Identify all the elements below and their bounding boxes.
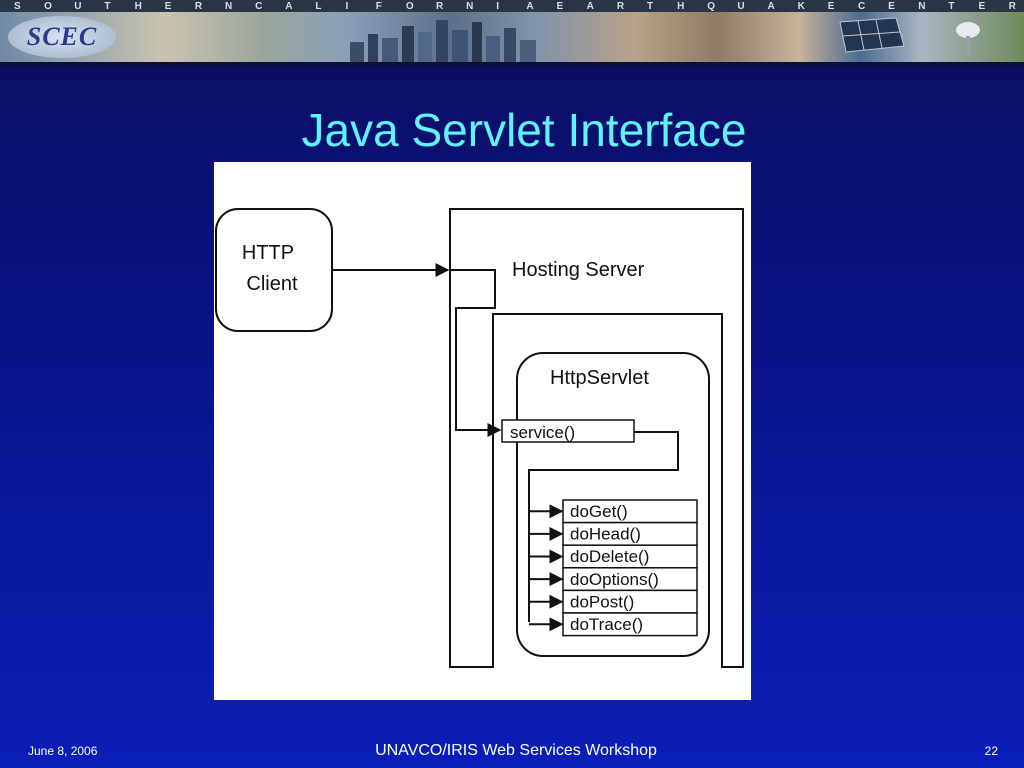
banner-letter: N — [466, 0, 474, 12]
http-client-label-line1: HTTP — [242, 242, 294, 264]
banner-letter: N — [224, 0, 233, 12]
banner-letter: H — [134, 0, 142, 12]
http-client-box — [215, 208, 333, 332]
footer-date: June 8, 2006 — [28, 744, 98, 758]
server-to-service-arrow — [450, 269, 502, 437]
gps-antenna-image — [956, 22, 980, 56]
banner-letter: E — [556, 0, 564, 12]
footer-workshop-title: UNAVCO/IRIS Web Services Workshop — [375, 742, 657, 759]
service-dispatch-line — [528, 431, 679, 622]
solar-panel-image — [839, 17, 905, 53]
service-method-label: service() — [510, 423, 575, 442]
banner-divider — [0, 62, 1024, 66]
scec-logo: SCEC — [8, 16, 116, 58]
banner-letter: U — [737, 0, 745, 12]
banner-letter: K — [797, 0, 805, 12]
method-label: doTrace() — [570, 615, 643, 634]
banner-letter: E — [164, 0, 172, 12]
banner-letter: H — [677, 0, 685, 12]
banner-letter: A — [767, 0, 775, 12]
method-label: doOptions() — [570, 570, 659, 589]
banner-letter: A — [285, 0, 293, 12]
banner-letter: Q — [707, 0, 716, 12]
banner-letter: I — [345, 0, 349, 12]
banner-letter: S — [14, 0, 21, 12]
httpservlet-label: HttpServlet — [550, 367, 649, 389]
footer-page-number: 22 — [984, 744, 998, 758]
banner-letter: R — [194, 0, 203, 12]
banner-letter: U — [74, 0, 82, 12]
servlet-diagram-svg: HTTP Client Hosting Server HttpServlet s… — [215, 208, 744, 668]
banner-letter: E — [888, 0, 895, 12]
banner-letter: T — [104, 0, 111, 12]
banner-letter: T — [646, 0, 654, 12]
banner-letter: A — [526, 0, 534, 12]
http-client-label-line2: Client — [246, 273, 298, 295]
banner-letter: C — [255, 0, 263, 12]
method-label: doDelete() — [570, 547, 649, 566]
banner-letter: I — [496, 0, 500, 12]
banner-letter: F — [375, 0, 382, 12]
method-label: doPost() — [570, 592, 634, 611]
method-list: doGet() doHead() doDelete() doOptions() doPo… — [529, 499, 698, 637]
banner-letter: E — [827, 0, 835, 12]
banner-letter: C — [857, 0, 866, 12]
method-label: doHead() — [570, 525, 641, 544]
method-box — [562, 612, 698, 637]
logo-text: SCEC — [26, 22, 98, 51]
banner-letter: R — [435, 0, 444, 12]
banner-letter: T — [948, 0, 955, 12]
servlet-diagram: HTTP Client Hosting Server HttpServlet s… — [214, 162, 751, 700]
banner-letter: R — [1008, 0, 1016, 12]
banner-letter: O — [405, 0, 414, 12]
method-label: doGet() — [570, 502, 628, 521]
slide-title: Java Servlet Interface — [301, 104, 747, 156]
banner-letter: E — [978, 0, 986, 12]
city-skyline-image — [350, 20, 536, 62]
banner-letter: L — [315, 0, 322, 12]
banner-letter: O — [44, 0, 52, 12]
banner-letter: R — [616, 0, 625, 12]
hosting-server-label: Hosting Server — [512, 259, 645, 281]
header-banner: S O U T H E R N C A L I F O R N I A E A R T H Q U A K E C E N T E R SCEC — [0, 0, 1024, 62]
banner-letter: N — [918, 0, 926, 12]
banner-letter: A — [586, 0, 594, 12]
hosting-server-frame — [449, 208, 744, 668]
